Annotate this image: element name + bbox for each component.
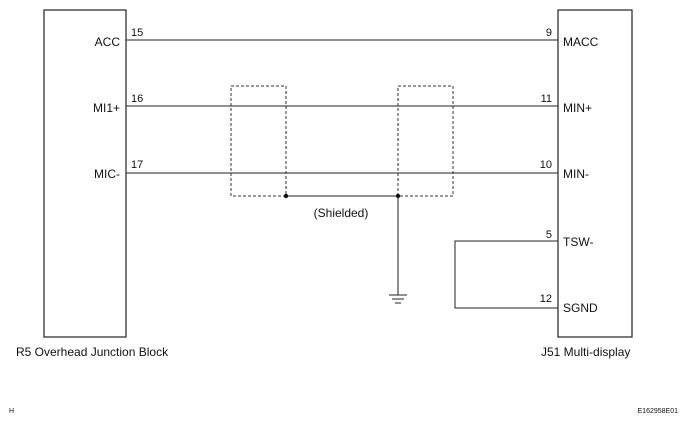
- ground-icon: [389, 294, 407, 304]
- right-component-label: J51 Multi-display: [541, 345, 630, 359]
- overhead-junction-block-box: [43, 9, 127, 338]
- wire-tsw-sgnd-loop: [454, 240, 558, 309]
- right-pin-min-plus-label: MIN+: [563, 101, 592, 115]
- right-pin-11-number: 11: [541, 93, 552, 105]
- shield-junction-dot-left: [283, 193, 289, 199]
- shield-label: (Shielded): [314, 206, 369, 220]
- right-pin-5-number: 5: [546, 229, 552, 241]
- left-pin-mic-minus-label: MIC-: [94, 167, 120, 181]
- left-pin-16-number: 16: [131, 93, 143, 105]
- left-pin-acc-label: ACC: [95, 35, 121, 49]
- right-pin-min-minus-label: MIN-: [563, 167, 589, 181]
- footer-figure-id: E162958E01: [638, 408, 679, 415]
- right-pin-sgnd-label: SGND: [563, 301, 598, 315]
- left-component-label: R5 Overhead Junction Block: [16, 345, 169, 359]
- left-pin-15-number: 15: [131, 27, 143, 39]
- left-pin-mi1-plus-label: MI1+: [93, 101, 120, 115]
- shield-box-right: [397, 85, 454, 197]
- multi-display-box: [557, 9, 633, 338]
- footer-left-code: H: [9, 408, 14, 415]
- right-pin-tsw-minus-label: TSW-: [563, 235, 593, 249]
- right-pin-12-number: 12: [540, 293, 552, 305]
- right-pin-10-number: 10: [540, 159, 552, 171]
- right-pin-9-number: 9: [546, 27, 552, 39]
- right-pin-macc-label: MACC: [563, 35, 599, 49]
- shield-box-left: [230, 85, 287, 197]
- left-pin-17-number: 17: [131, 159, 143, 171]
